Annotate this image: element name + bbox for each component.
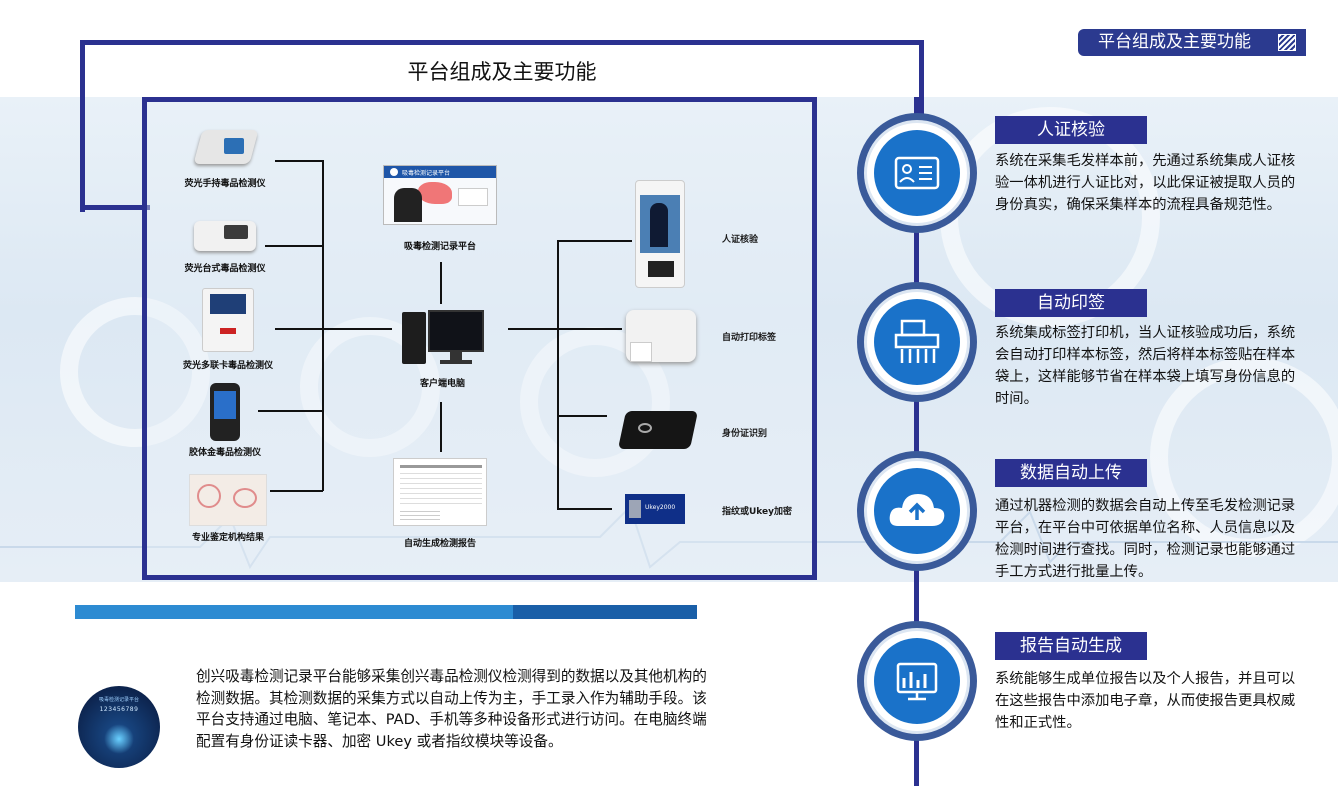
device-label: 专业鉴定机构结果 — [191, 533, 264, 543]
feature-title: 报告自动生成 — [995, 632, 1147, 660]
connector-line — [557, 328, 622, 330]
diagram-title: 平台组成及主要功能 — [407, 60, 597, 84]
feature-title: 数据自动上传 — [995, 459, 1147, 487]
connector-line — [557, 240, 632, 242]
pattern-icon — [1278, 34, 1296, 51]
device-label: 人证核验 — [722, 235, 759, 245]
device-label: 荧光台式毒品检测仪 — [184, 264, 266, 274]
connector-line — [258, 410, 323, 412]
expert-result-image — [189, 474, 267, 526]
platform-screen: 吸毒检测记录平台 吸毒检测记录平台 — [380, 165, 500, 252]
feature-node-1 — [857, 113, 977, 233]
report-label: 自动生成检测报告 — [403, 539, 476, 549]
device-colloidal-gold: 胶体金毒品检测仪 — [170, 383, 280, 458]
feature-desc: 系统在采集毛发样本前，先通过系统集成人证核验一体机进行人证比对，以此保证被提取人… — [995, 153, 1296, 213]
connector-line — [557, 508, 612, 510]
device-label: 荧光多联卡毒品检测仪 — [182, 361, 273, 371]
connector-line — [557, 415, 607, 417]
thumbnail-title: 吸毒检测记录平台 — [98, 697, 139, 703]
feature-desc: 系统能够生成单位报告以及个人报告，并且可以在这些报告中添加电子章，从而使报告更具… — [995, 671, 1296, 731]
connector-line — [275, 160, 323, 162]
auto-report: 自动生成检测报告 — [380, 458, 500, 549]
connector-line — [265, 245, 323, 247]
device-label-printer — [622, 296, 700, 366]
platform-thumbnail: 吸毒检测记录平台 123456789 — [78, 686, 160, 768]
thumbnail-number: 123456789 — [99, 706, 139, 713]
computer-image — [401, 306, 484, 366]
feature-spine — [914, 97, 919, 786]
bar-chart-monitor-icon — [896, 662, 938, 701]
feature-title: 人证核验 — [995, 116, 1147, 144]
header-badge: 平台组成及主要功能 — [1078, 29, 1306, 56]
colloidal-gold-device-image — [210, 383, 240, 441]
connector-line — [275, 328, 323, 330]
connector-line — [557, 240, 559, 510]
ukey-text: Ukey2000 — [645, 504, 676, 511]
device-label: 身份证识别 — [722, 429, 768, 439]
device-label: 荧光手持毒品检测仪 — [184, 179, 266, 189]
frame-top-fill — [85, 45, 919, 97]
report-image — [393, 458, 487, 526]
device-label: 指纹或Ukey加密 — [722, 507, 793, 517]
connector-line — [270, 490, 323, 492]
frame-divider — [80, 205, 150, 210]
platform-screen-title: 吸毒检测记录平台 — [402, 170, 451, 177]
client-label: 客户端电脑 — [419, 379, 465, 389]
connector-line — [508, 328, 558, 330]
connector-line — [440, 262, 442, 304]
handheld-device-image — [193, 122, 259, 172]
client-computer: 客户端电脑 — [395, 306, 490, 389]
desktop-device-image — [190, 213, 260, 257]
device-ukey: Ukey2000 — [625, 492, 685, 526]
device-handheld-fluorescence: 荧光手持毒品检测仪 — [170, 122, 280, 189]
multi-card-device-image — [198, 288, 258, 354]
feature-node-4 — [857, 621, 977, 741]
device-multi-card: 荧光多联卡毒品检测仪 — [170, 288, 286, 371]
platform-label: 吸毒检测记录平台 — [403, 242, 476, 252]
device-expert-result: 专业鉴定机构结果 — [170, 474, 286, 543]
connector-line — [322, 328, 392, 330]
feature-title: 自动印签 — [995, 289, 1147, 317]
feature-desc: 系统集成标签打印机，当人证核验成功后，系统会自动打印样本标签，然后将样本标签贴在… — [995, 325, 1296, 407]
device-desktop-fluorescence: 荧光台式毒品检测仪 — [170, 213, 280, 274]
device-label: 自动打印标签 — [722, 333, 777, 343]
connector-line — [440, 402, 442, 452]
device-face-verification — [635, 180, 685, 288]
cloud-upload-icon — [889, 494, 945, 526]
intro-paragraph: 创兴吸毒检测记录平台能够采集创兴毒品检测仪检测得到的数据以及其他机构的检测数据。… — [196, 668, 707, 750]
decorative-bar-highlight — [75, 605, 513, 619]
feature-node-2 — [857, 282, 977, 402]
device-id-card-reader — [617, 405, 700, 455]
feature-desc: 通过机器检测的数据会自动上传至毛发检测记录平台，在平台中可依据单位名称、人员信息… — [995, 498, 1296, 580]
id-card-icon — [894, 156, 940, 190]
shredder-printer-icon — [894, 319, 940, 363]
feature-node-3 — [857, 451, 977, 571]
platform-screenshot: 吸毒检测记录平台 — [383, 165, 497, 225]
device-label: 胶体金毒品检测仪 — [188, 448, 261, 458]
connector-line — [322, 160, 324, 491]
header-badge-label: 平台组成及主要功能 — [1098, 32, 1251, 52]
thumbnail-glow — [104, 724, 134, 754]
